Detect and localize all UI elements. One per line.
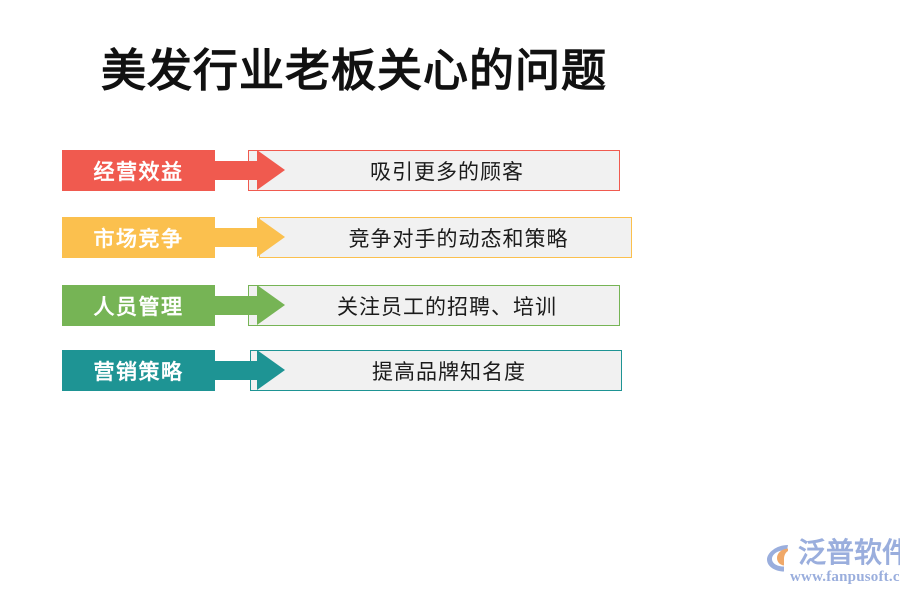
page-title: 美发行业老板关心的问题 — [100, 46, 607, 96]
row-label-chip: 经营效益 — [62, 150, 215, 191]
row-label-chip: 人员管理 — [62, 285, 215, 326]
row-label-text: 人员管理 — [93, 294, 184, 319]
row-description-box: 吸引更多的顾客 — [248, 150, 620, 191]
row-description-text: 竞争对手的动态和策略 — [348, 226, 569, 251]
row-label-text: 营销策略 — [93, 359, 184, 384]
arrow-shaft — [215, 228, 259, 247]
arrow-head-icon — [257, 217, 285, 257]
fanpu-logo-icon — [764, 542, 796, 574]
brand-logo: 泛普软件 www.fanpusoft.com — [762, 536, 900, 588]
row-description-box: 关注员工的招聘、培训 — [248, 285, 620, 326]
row-description-text: 提高品牌知名度 — [372, 359, 526, 384]
row-description-text: 吸引更多的顾客 — [370, 159, 524, 184]
arrow-head-icon — [257, 350, 285, 390]
row-label-text: 市场竞争 — [93, 226, 184, 251]
row-label-chip: 营销策略 — [62, 350, 215, 391]
arrow-shaft — [215, 361, 259, 380]
arrow-head-icon — [257, 285, 285, 325]
row-label-chip: 市场竞争 — [62, 217, 215, 258]
arrow-shaft — [215, 161, 259, 180]
logo-wordmark: 泛普软件 — [798, 538, 900, 569]
row-description-box: 提高品牌知名度 — [250, 350, 622, 391]
arrow-shaft — [215, 296, 259, 315]
row-description-box: 竞争对手的动态和策略 — [259, 217, 632, 258]
logo-url: www.fanpusoft.com — [790, 569, 900, 585]
arrow-head-icon — [257, 150, 285, 190]
row-description-text: 关注员工的招聘、培训 — [337, 294, 557, 319]
row-label-text: 经营效益 — [93, 159, 184, 184]
